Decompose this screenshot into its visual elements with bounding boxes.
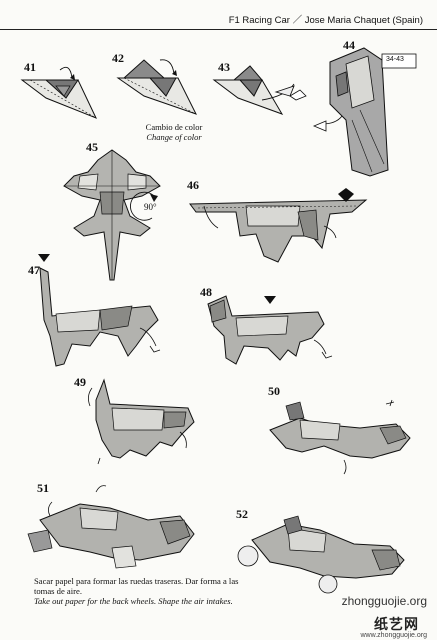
color-change-es: Cambio de color [145,122,203,132]
header-rule [0,29,437,30]
rotate-label: 90° [144,202,157,212]
step-51-number: 51 [37,481,49,495]
ref-steps-label: 34-43 [386,56,404,63]
step-41-number: 41 [24,60,36,74]
steps-51-52-caption: Sacar papel para formar las ruedas trase… [34,576,244,606]
page-header: F1 Racing Car ／ Jose Maria Chaquet (Spai… [228,15,423,26]
caption-es: Sacar papel para formar las ruedas trase… [34,576,239,596]
step-42-number: 42 [112,51,124,65]
watermark-url: www.zhongguojie.org [360,632,427,639]
watermark-top: zhongguojie.org [341,594,427,608]
color-change-en: Change of color [146,132,202,142]
color-change-note: Cambio de color Change of color [134,122,214,142]
step-45-number: 45 [86,140,98,154]
caption-en: Take out paper for the back wheels. Shap… [34,596,233,606]
step-49-number: 49 [74,375,86,389]
step-44-number: 44 [343,38,355,52]
step-46-number: 46 [187,178,199,192]
step-43-number: 43 [218,60,230,74]
step-50-number: 50 [268,384,280,398]
step-47-number: 47 [28,263,40,277]
step-52-number: 52 [236,507,248,521]
step-48-number: 48 [200,285,212,299]
watermark-brand: 纸艺网 [374,617,419,633]
